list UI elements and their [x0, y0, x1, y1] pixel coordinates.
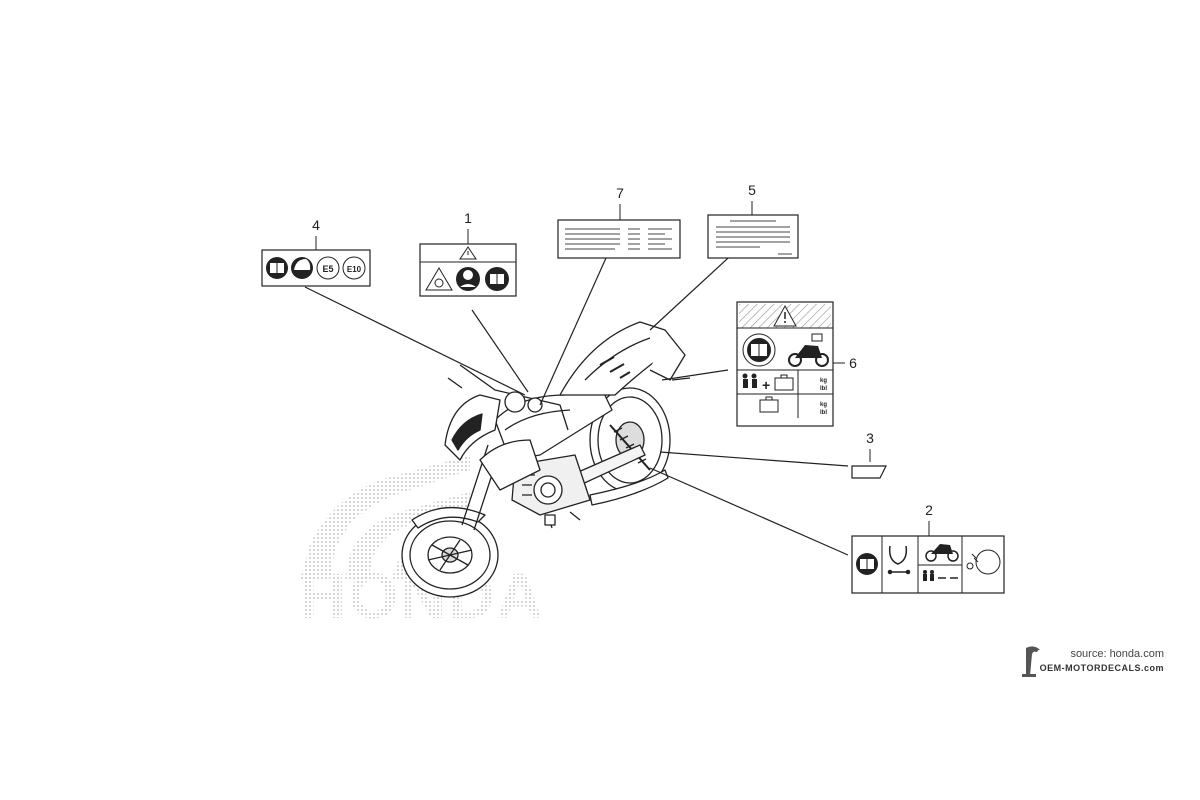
callout-6: 6 [849, 355, 857, 371]
rider-helmet-icon [456, 267, 480, 291]
leader-lines [304, 235, 849, 556]
unit-lbl-label: lbl [820, 386, 827, 392]
helmet-icon [291, 257, 313, 279]
label-7-spec-decal[interactable] [557, 219, 681, 259]
callout-numbers: 4 1 7 5 6 3 2 [312, 182, 933, 536]
book-manual-icon [742, 333, 776, 367]
warning-triangle-icon [459, 246, 477, 260]
label-2-tire-chain-decal[interactable] [851, 535, 1005, 594]
oem-motordecals-logo-icon [1018, 644, 1044, 685]
callout-1: 1 [464, 210, 472, 226]
rider-passenger-luggage-icon: + [742, 373, 794, 393]
caution-triangle-icon [425, 267, 453, 291]
fuel-e10-icon: E10 [342, 256, 366, 280]
fuel-e5-icon: E5 [316, 256, 340, 280]
chain-slack-icon [887, 545, 911, 575]
source-text: source: honda.com [1070, 648, 1164, 660]
warning-triangle-icon [773, 304, 797, 327]
label-1-warning-decal[interactable] [419, 243, 517, 297]
callout-5: 5 [748, 182, 756, 198]
callout-7: 7 [616, 185, 624, 201]
label-6-load-warning-decal[interactable]: + kg lbl kg lbl [736, 301, 834, 427]
motorcycle-illustration [401, 321, 691, 598]
unit-kg-label: kg [820, 378, 827, 384]
book-manual-icon [266, 257, 288, 279]
book-manual-icon [485, 267, 509, 291]
rider-passenger-icon [923, 570, 958, 581]
callout-2: 2 [925, 502, 933, 518]
tire-pressure-icon [966, 549, 1001, 575]
luggage-icon [759, 396, 779, 413]
label-5-info-decal[interactable] [707, 214, 799, 259]
unit-kg-label-2: kg [820, 402, 827, 408]
brand-text: OEM-MOTORDECALS.com [1039, 663, 1164, 673]
label-4-fuel-helmet-decal[interactable]: E5 E10 [261, 249, 371, 287]
callout-4: 4 [312, 217, 320, 233]
motorcycle-load-icon [788, 333, 829, 367]
unit-lbl-label-2: lbl [820, 410, 827, 416]
source-credit: source: honda.com OEM-MOTORDECALS.com [1040, 648, 1164, 673]
motorcycle-icon [925, 544, 959, 562]
svg-text:E10: E10 [347, 265, 362, 274]
svg-text:E5: E5 [322, 264, 333, 274]
callout-3: 3 [866, 430, 874, 446]
svg-text:+: + [762, 377, 770, 393]
book-manual-icon [856, 553, 878, 575]
label-3-small-decal[interactable] [851, 465, 887, 479]
